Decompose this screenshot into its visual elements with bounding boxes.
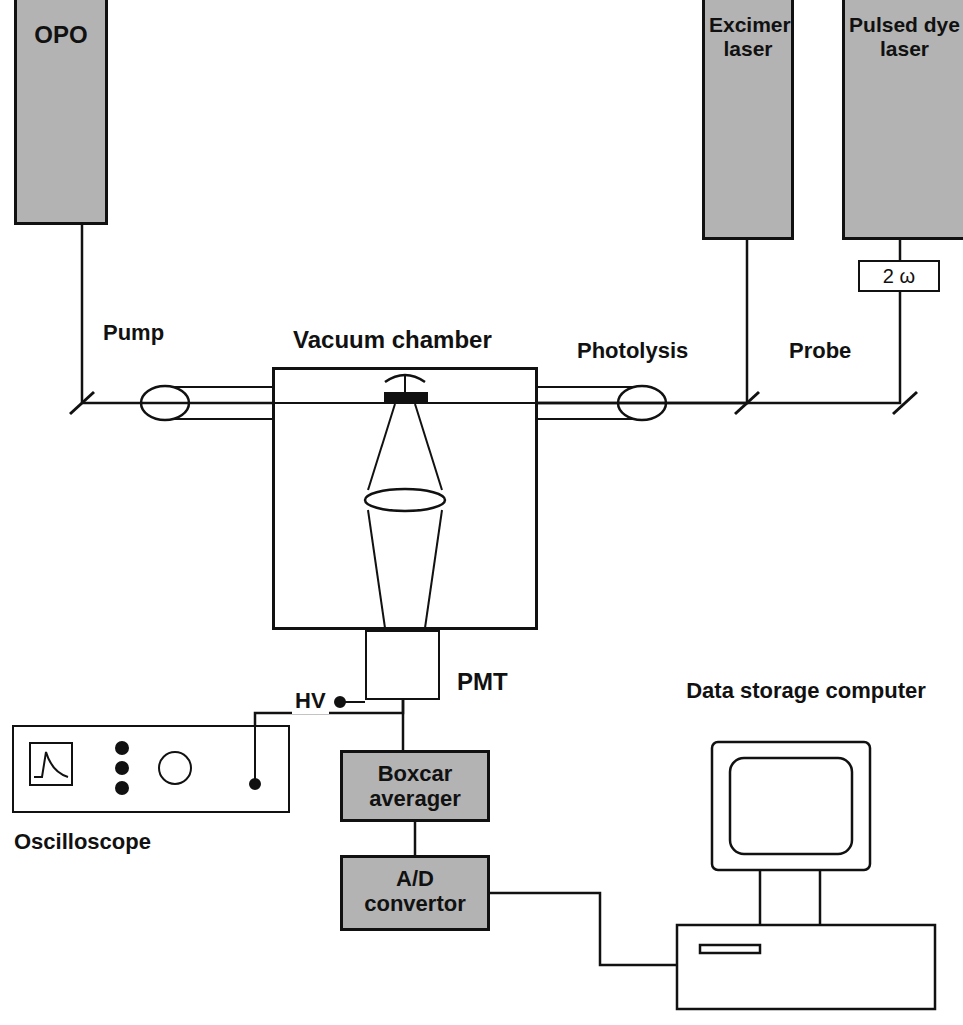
connector: [82, 225, 272, 403]
computer-drawing: [677, 742, 935, 1009]
node-label: Oscilloscope: [14, 829, 151, 854]
adc-box: A/D convertor: [340, 855, 490, 931]
beam-label: Pump: [100, 320, 167, 346]
beam-label: Photolysis: [574, 338, 691, 364]
connector: [490, 893, 677, 965]
connector: [538, 292, 900, 403]
boxcar-box: Boxcar averager: [340, 750, 490, 822]
vacuum-chamber: Vacuum chamber: [272, 367, 538, 630]
node-label: Boxcar averager: [343, 753, 487, 812]
node-label: OPO: [17, 0, 105, 49]
node-label: Pulsed dye laser: [845, 0, 963, 61]
laser-box: Pulsed dye laser: [842, 0, 963, 240]
computer: Data storage computer: [677, 678, 935, 1010]
connector: [255, 700, 403, 725]
connector: [538, 240, 747, 403]
oscilloscope-front: [30, 725, 260, 794]
node-label: PMT: [457, 668, 508, 696]
hv-terminal: [335, 697, 345, 707]
laser-box: OPO: [14, 0, 108, 225]
beam-label: Probe: [786, 338, 854, 364]
connector: [899, 240, 902, 260]
connector: [414, 822, 417, 855]
doubler-box: 2 ω: [858, 260, 940, 292]
pulsed-nozzle: [385, 375, 427, 403]
node-label: 2 ω: [860, 262, 938, 288]
collection-lens: [365, 404, 445, 628]
laser-box: Excimer laser: [702, 0, 794, 240]
node-label: Vacuum chamber: [293, 326, 492, 354]
node-label: Excimer laser: [705, 0, 791, 61]
node-label: Data storage computer: [677, 678, 935, 703]
oscilloscope: Oscilloscope: [12, 725, 290, 813]
node-label: A/D convertor: [343, 858, 487, 917]
terminal-label: HV: [292, 688, 329, 714]
pmt-box: PMT: [365, 630, 440, 700]
